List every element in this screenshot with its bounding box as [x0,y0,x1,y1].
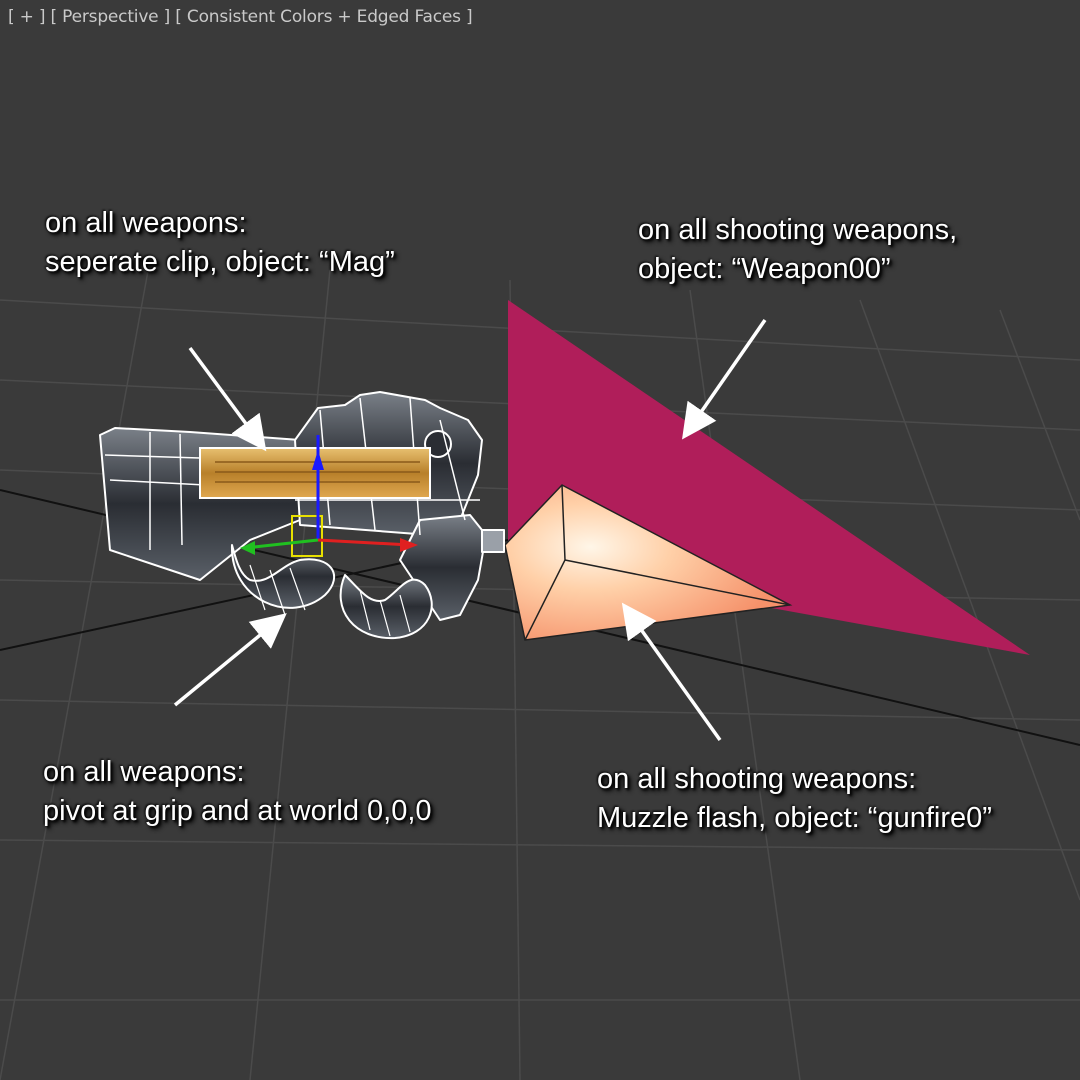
callout-mag: on all weapons: seperate clip, object: “… [45,204,395,282]
pivot-gizmo[interactable] [240,435,418,557]
muzzle-flash-gunfire0[interactable] [504,484,793,641]
mag-object[interactable] [199,447,431,499]
viewport-view-label[interactable]: [ Perspective ] [50,7,171,27]
callout-weapon00-line2: object: “Weapon00” [638,253,891,285]
callout-pivot-line1: on all weapons: [43,756,245,788]
callout-gunfire-line2: Muzzle flash, object: “gunfire0” [597,802,992,834]
callout-arrows [173,319,767,742]
callout-weapon00: on all shooting weapons, object: “Weapon… [638,211,957,289]
viewport-labels: [ + ] [ Perspective ] [ Consistent Color… [8,7,473,27]
callout-weapon00-line1: on all shooting weapons, [638,214,958,246]
callout-pivot-line2: pivot at grip and at world 0,0,0 [43,795,432,827]
viewport-shading-label[interactable]: [ Consistent Colors + Edged Faces ] [175,7,473,27]
callout-mag-line2: seperate clip, object: “Mag” [45,246,395,278]
callout-mag-line1: on all weapons: [45,207,247,239]
viewport-menu-button[interactable]: [ + ] [8,7,46,27]
callout-pivot: on all weapons: pivot at grip and at wor… [43,753,432,831]
callout-gunfire: on all shooting weapons: Muzzle flash, o… [597,760,992,838]
callout-gunfire-line1: on all shooting weapons: [597,763,917,795]
